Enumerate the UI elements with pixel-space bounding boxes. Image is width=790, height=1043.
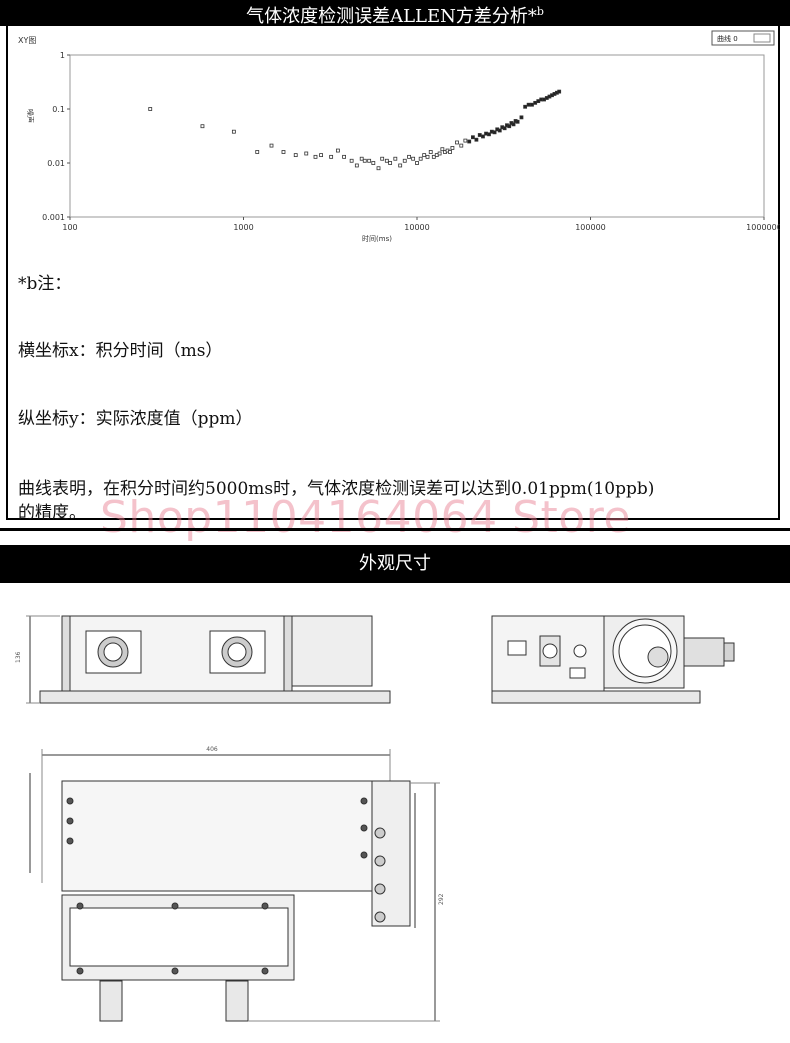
data-point [349, 158, 354, 163]
data-point [371, 161, 376, 165]
dimension-drawings: 136 [15, 615, 735, 1022]
data-point [376, 166, 381, 171]
data-point [519, 115, 524, 120]
section-header-allan: 气体浓度检测误差ALLEN方差分析*b [0, 0, 790, 27]
allan-title: 气体浓度检测误差ALLEN方差分析* [246, 6, 537, 27]
y-tick-label: 0.1 [52, 105, 65, 114]
data-point [319, 153, 323, 158]
data-point [557, 89, 562, 94]
allan-title-sup: b [536, 5, 544, 18]
allan-variance-chart: XY图 100 1000 10000 100000 1000000 1 0.1 0.01 0.00… [18, 30, 780, 243]
data-point [497, 128, 502, 133]
note-conclusion-line2: 的精度。 [18, 503, 86, 523]
dim-width-top: 406 [206, 746, 218, 753]
data-point [492, 130, 497, 135]
data-point [526, 102, 531, 107]
data-point [422, 153, 427, 158]
data-point [281, 150, 286, 154]
data-point [415, 161, 419, 165]
data-point [530, 102, 534, 107]
note-heading: *b注： [18, 274, 72, 294]
data-point [384, 158, 389, 163]
y-axis-label: 噪声 [26, 109, 35, 123]
data-point [459, 143, 464, 148]
data-point [450, 146, 455, 150]
note-y-axis: 纵坐标y：实际浓度值（ppm） [18, 409, 253, 429]
data-point [354, 163, 359, 168]
data-point [511, 122, 516, 127]
data-point [407, 154, 411, 159]
y-tick-label: 0.01 [47, 159, 65, 168]
data-point [428, 150, 433, 154]
data-point [477, 133, 482, 137]
dim-depth-side: 292 [438, 893, 445, 905]
front-view-drawing [26, 615, 391, 704]
section-divider [0, 528, 790, 531]
x-tick-label: 100000 [575, 223, 606, 232]
x-tick-label: 1000 [233, 223, 253, 232]
data-point [523, 104, 528, 109]
data-point [440, 147, 445, 152]
data-point [448, 150, 452, 154]
data-point [293, 153, 298, 158]
data-point [411, 156, 416, 161]
note-conclusion-line1: 曲线表明，在积分时间约5000ms时，气体浓度检测误差可以达到0.01ppm(1… [18, 479, 655, 499]
data-point [342, 154, 346, 159]
data-point [148, 107, 153, 111]
data-point [437, 151, 442, 156]
data-point [380, 156, 385, 161]
data-point [359, 156, 364, 161]
data-point [304, 151, 309, 156]
y-tick-label: 0.001 [42, 213, 65, 222]
data-point [388, 161, 393, 165]
data-point [467, 139, 472, 144]
data-point [425, 154, 430, 159]
data-point [431, 154, 436, 159]
top-view-drawing [29, 749, 440, 1022]
y-tick-label: 1 [60, 51, 65, 60]
x-axis-label: 时间(ms) [362, 234, 392, 243]
x-tick-label: 10000 [404, 223, 429, 232]
data-point [367, 158, 372, 163]
data-point [335, 148, 340, 153]
data-point [418, 156, 423, 161]
legend-swatch [753, 33, 771, 43]
data-point [536, 99, 541, 104]
data-point [515, 119, 520, 124]
x-tick-label: 100 [62, 223, 77, 232]
data-point [329, 154, 334, 159]
data-point [313, 154, 318, 159]
section-header-dimensions: 外观尺寸 [0, 545, 790, 583]
data-point [507, 124, 512, 129]
data-point [398, 163, 403, 168]
dim-height-front: 136 [15, 651, 22, 663]
data-point [200, 124, 205, 129]
data-point [533, 100, 538, 105]
data-point [474, 137, 479, 142]
data-point [402, 158, 407, 163]
allan-panel: XY图 100 1000 10000 100000 1000000 1 0.1 0.01 0.00… [6, 26, 780, 523]
chart-title: XY图 [18, 36, 36, 45]
data-point [231, 129, 236, 134]
data-point [487, 132, 491, 137]
data-point [463, 138, 468, 143]
data-point [481, 134, 485, 139]
x-tick-label: 1000000 [746, 223, 780, 232]
plot-frame [69, 54, 765, 218]
legend-label: 曲线 0 [717, 34, 738, 43]
data-point [269, 143, 274, 148]
data-point [393, 156, 398, 161]
side-view-drawing [491, 615, 735, 704]
dimensions-title: 外观尺寸 [359, 553, 431, 574]
data-point [502, 126, 507, 131]
shop-watermark: Shop1104164064 Store [100, 492, 631, 543]
data-point [362, 158, 367, 163]
data-point [471, 135, 475, 140]
data-point [484, 131, 488, 136]
note-x-axis: 横坐标x：积分时间（ms） [18, 341, 223, 361]
data-point [455, 140, 459, 145]
data-point [255, 150, 260, 154]
